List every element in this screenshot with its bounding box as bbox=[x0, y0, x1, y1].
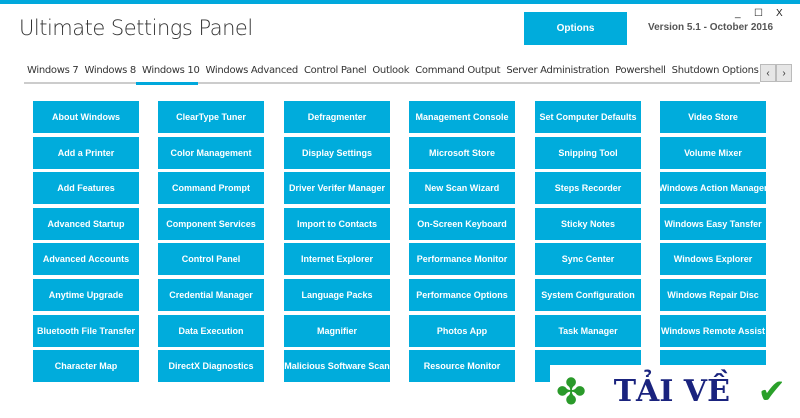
tab-windows-10[interactable]: Windows 10 bbox=[141, 65, 200, 76]
settings-button[interactable]: About Windows bbox=[33, 101, 139, 133]
top-accent-bar bbox=[0, 0, 800, 4]
settings-button[interactable]: Performance Monitor bbox=[409, 243, 515, 276]
settings-button[interactable]: Volume Mixer bbox=[660, 136, 766, 169]
settings-button[interactable]: Microsoft Store bbox=[409, 136, 515, 169]
watermark-text: TẢI VỀ bbox=[613, 374, 730, 409]
settings-button[interactable]: ClearType Tuner bbox=[158, 101, 264, 133]
settings-button[interactable]: Character Map bbox=[33, 350, 139, 383]
settings-button[interactable]: Windows Explorer bbox=[660, 243, 766, 276]
settings-button[interactable]: New Scan Wizard bbox=[409, 172, 515, 205]
settings-button[interactable]: Windows Remote Assist bbox=[660, 314, 766, 347]
settings-button[interactable]: System Configuration bbox=[535, 279, 641, 311]
settings-button[interactable]: Advanced Startup bbox=[33, 207, 139, 240]
tab-bar: Windows 7 Windows 8 Windows 10 Windows Adva… bbox=[24, 65, 762, 82]
settings-button[interactable]: Windows Action Manager bbox=[658, 172, 768, 205]
settings-button[interactable]: On-Screen Keyboard bbox=[409, 207, 515, 240]
settings-button[interactable]: Defragmenter bbox=[284, 101, 390, 133]
settings-button[interactable]: Internet Explorer bbox=[284, 243, 390, 276]
checkmark-icon: ✔ bbox=[757, 372, 787, 411]
tab-server-administration[interactable]: Server Administration bbox=[506, 65, 610, 76]
settings-button[interactable]: Sticky Notes bbox=[535, 207, 641, 240]
tab-shutdown-options[interactable]: Shutdown Options bbox=[671, 65, 759, 76]
settings-button[interactable]: Data Execution bbox=[158, 314, 264, 347]
minimize-button[interactable]: _ bbox=[735, 8, 741, 19]
settings-button[interactable]: Windows Repair Disc bbox=[660, 279, 766, 311]
settings-button[interactable]: Import to Contacts bbox=[284, 207, 390, 240]
clover-icon: ✤ bbox=[556, 370, 587, 412]
settings-button[interactable]: Photos App bbox=[409, 314, 515, 347]
settings-button[interactable]: Credential Manager bbox=[158, 279, 264, 311]
settings-button[interactable]: Add Features bbox=[33, 172, 139, 205]
app-title: Ultimate Settings Panel bbox=[19, 16, 253, 40]
tab-windows-8[interactable]: Windows 8 bbox=[84, 65, 136, 76]
settings-button[interactable]: Windows Easy Tansfer bbox=[660, 207, 766, 240]
settings-button[interactable]: Driver Verifer Manager bbox=[284, 172, 390, 205]
settings-button[interactable]: Malicious Software Scan bbox=[284, 350, 390, 383]
settings-button[interactable]: DirectX Diagnostics bbox=[158, 350, 264, 383]
watermark: ✤ TẢI VỀ ✔ bbox=[550, 365, 792, 418]
tab-windows-advanced[interactable]: Windows Advanced bbox=[205, 65, 299, 76]
settings-button[interactable]: Language Packs bbox=[284, 279, 390, 311]
settings-button[interactable]: Video Store bbox=[660, 101, 766, 133]
settings-button[interactable]: Bluetooth File Transfer bbox=[33, 314, 139, 347]
settings-button[interactable]: Snipping Tool bbox=[535, 136, 641, 169]
tab-powershell[interactable]: Powershell bbox=[615, 65, 666, 76]
tab-control-panel[interactable]: Control Panel bbox=[303, 65, 367, 76]
settings-button[interactable]: Add a Printer bbox=[33, 136, 139, 169]
settings-button[interactable]: Set Computer Defaults bbox=[535, 101, 641, 133]
settings-button[interactable]: Performance Options bbox=[409, 279, 515, 311]
tab-underline bbox=[24, 82, 760, 84]
settings-button[interactable]: Command Prompt bbox=[158, 172, 264, 205]
settings-button[interactable]: Anytime Upgrade bbox=[33, 279, 139, 311]
active-tab-indicator bbox=[136, 82, 198, 85]
close-button[interactable]: X bbox=[776, 8, 783, 19]
settings-button[interactable]: Management Console bbox=[409, 101, 515, 133]
settings-button[interactable]: Display Settings bbox=[284, 136, 390, 169]
settings-button[interactable]: Component Services bbox=[158, 207, 264, 240]
settings-button[interactable]: Control Panel bbox=[158, 243, 264, 276]
tab-scroll-left-button[interactable]: ‹ bbox=[760, 64, 776, 82]
tab-command-output[interactable]: Command Output bbox=[415, 65, 501, 76]
version-label: Version 5.1 - October 2016 bbox=[648, 22, 774, 33]
settings-button[interactable]: Magnifier bbox=[284, 314, 390, 347]
settings-button[interactable]: Steps Recorder bbox=[535, 172, 641, 205]
tab-outlook[interactable]: Outlook bbox=[372, 65, 410, 76]
settings-button[interactable]: Resource Monitor bbox=[409, 350, 515, 383]
tab-windows-7[interactable]: Windows 7 bbox=[27, 65, 79, 76]
settings-button[interactable]: Advanced Accounts bbox=[33, 243, 139, 276]
settings-button[interactable]: Task Manager bbox=[535, 314, 641, 347]
settings-button[interactable]: Sync Center bbox=[535, 243, 641, 276]
options-button[interactable]: Options bbox=[524, 12, 627, 45]
tab-scroll-right-button[interactable]: › bbox=[776, 64, 792, 82]
maximize-button[interactable]: ☐ bbox=[754, 8, 763, 19]
settings-button[interactable]: Color Management bbox=[158, 136, 264, 169]
